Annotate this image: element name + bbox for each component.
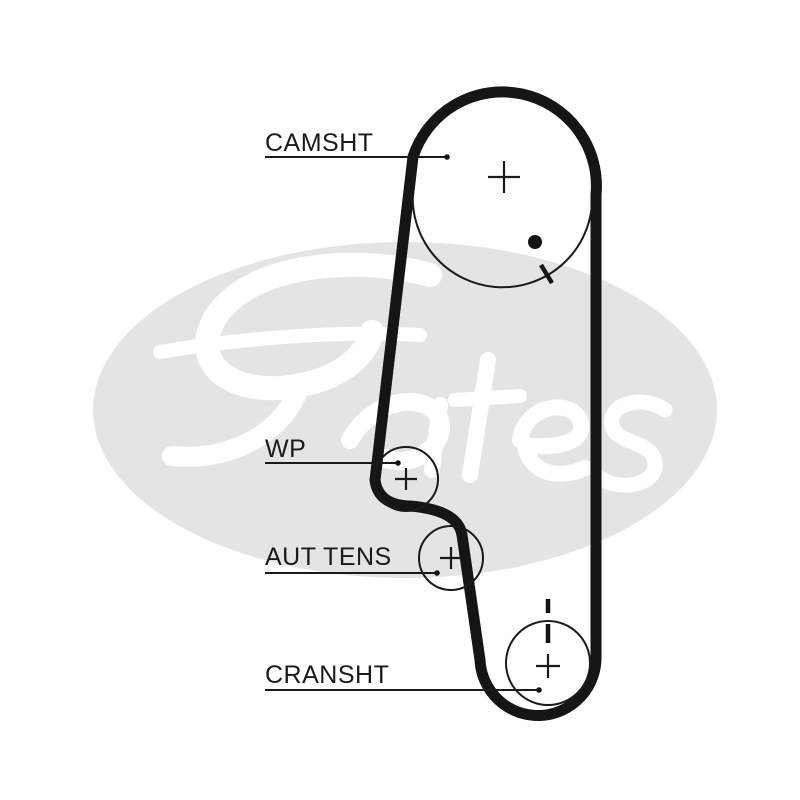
- camshaft-pulley: [411, 161, 593, 289]
- crankshaft-pulley: [505, 599, 591, 706]
- water-pump-pulley: [373, 446, 439, 512]
- timing-belt: [369, 86, 602, 722]
- auto-tensioner-label: AUT TENS: [265, 543, 392, 571]
- crankshaft-label: CRANSHT: [265, 661, 389, 689]
- auto-tensioner-pulley: [418, 525, 484, 591]
- water-pump-label: WP: [265, 435, 306, 463]
- camshaft-timing-dot: [528, 235, 542, 249]
- gates-watermark-logo: [93, 242, 717, 578]
- camshaft-timing-mark: [539, 263, 554, 285]
- camshaft-label: CAMSHT: [265, 129, 374, 157]
